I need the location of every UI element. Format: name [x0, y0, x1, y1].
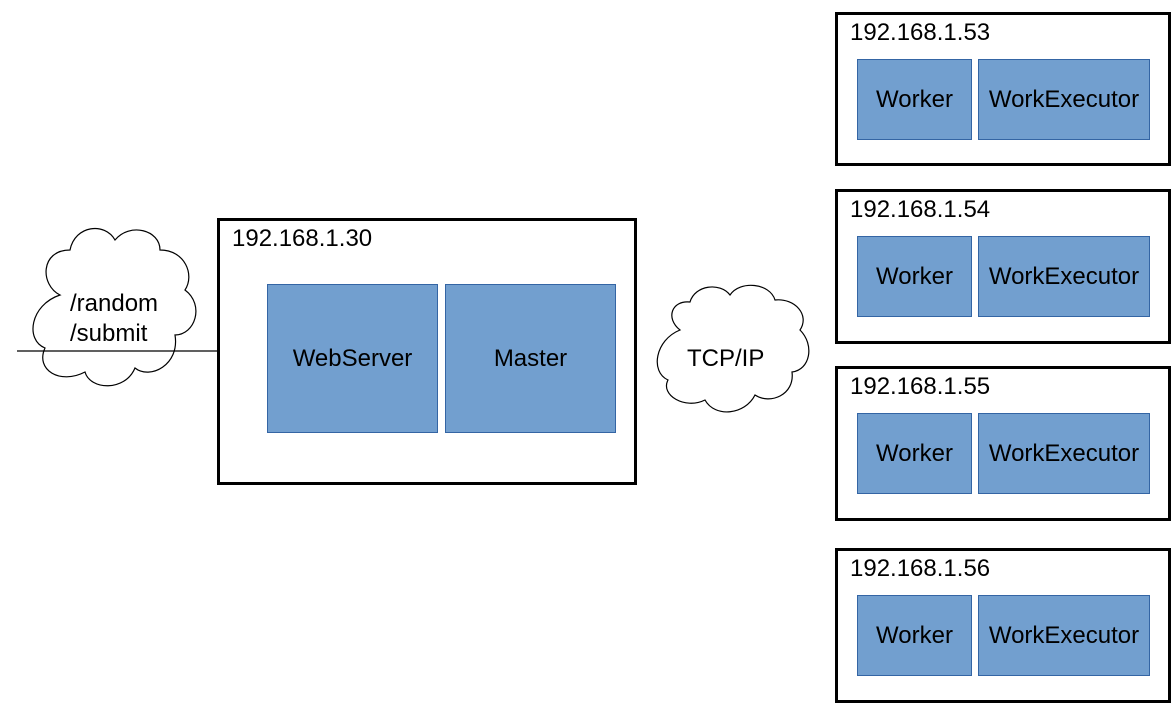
host-ip-label: 192.168.1.55	[850, 373, 991, 400]
network-cloud-label: TCP/IP	[687, 345, 765, 372]
worker-component: Worker	[857, 59, 972, 140]
request-cloud-line2: /submit	[70, 320, 148, 347]
worker-host-box: 192.168.1.53 Worker WorkExecutor	[835, 12, 1171, 166]
worker-component: Worker	[857, 413, 972, 494]
request-cloud-line1: /random	[70, 290, 159, 317]
host-ip-label: 192.168.1.56	[850, 555, 991, 582]
workexecutor-component: WorkExecutor	[978, 236, 1150, 317]
master-component: Master	[445, 284, 616, 433]
request-cloud-shape	[32, 227, 197, 387]
worker-component: Worker	[857, 236, 972, 317]
network-cloud-shape	[656, 284, 810, 413]
worker-host-box: 192.168.1.56 Worker WorkExecutor	[835, 548, 1171, 703]
worker-host-box: 192.168.1.54 Worker WorkExecutor	[835, 189, 1171, 344]
workexecutor-component: WorkExecutor	[978, 59, 1150, 140]
workexecutor-component: WorkExecutor	[978, 595, 1150, 676]
workexecutor-component: WorkExecutor	[978, 413, 1150, 494]
host-ip-label: 192.168.1.53	[850, 19, 991, 46]
host-ip-label: 192.168.1.54	[850, 196, 991, 223]
webserver-component: WebServer	[267, 284, 438, 433]
worker-host-box: 192.168.1.55 Worker WorkExecutor	[835, 366, 1171, 521]
host-ip-label: 192.168.1.30	[232, 225, 373, 252]
master-host-box: 192.168.1.30 WebServer Master	[217, 218, 637, 485]
worker-component: Worker	[857, 595, 972, 676]
